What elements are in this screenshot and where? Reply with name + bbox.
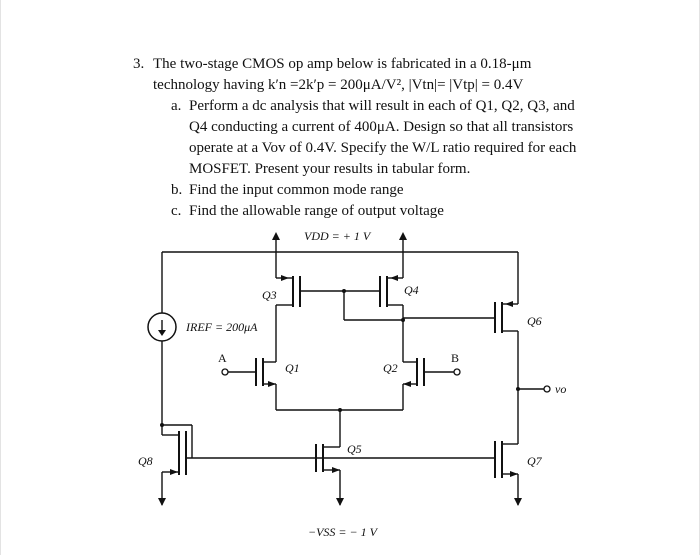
q7-label: Q7 [527,454,543,468]
problem-line-1: 3.The two-stage CMOS op amp below is fab… [133,54,693,75]
problem-number: 3. [133,56,145,72]
input-terminal-a [221,368,229,376]
q4-label: Q4 [404,283,419,297]
transistor-q1 [221,358,277,410]
problem-line-2: technology having k′n =2k′p = 200μA/V², … [153,77,524,93]
transistor-q4 [342,275,405,362]
part-a-line-3: operate at a Vov of 0.4V. Specify the W/… [189,140,577,156]
q5-label: Q5 [347,442,362,456]
vdd-arrows [272,232,407,252]
q2-label: Q2 [383,361,398,375]
q6-label: Q6 [527,314,542,328]
part-c-label: c. [171,203,182,219]
output-node [516,385,551,393]
problem-text: 3.The two-stage CMOS op amp below is fab… [133,54,693,222]
transistor-q7 [316,441,522,506]
part-c-line: c.Find the allowable range of output vol… [133,201,693,222]
node-a-label: A [218,351,227,365]
part-b-line: b.Find the input common mode range [133,180,693,201]
part-b-label: b. [171,182,183,198]
transistor-q8 [158,423,316,506]
q1-label: Q1 [285,361,300,375]
q3-label: Q3 [262,288,277,302]
part-a-line-1: a.Perform a dc analysis that will result… [133,96,693,117]
iref-current-source [147,312,177,435]
vdd-label: VDD = + 1 V [304,229,372,243]
node-b-label: B [451,351,459,365]
part-a-label: a. [171,98,182,114]
iref-label: IREF = 200μA [185,320,258,334]
vo-label: vo [555,382,566,396]
part-a-line-2: Q4 conducting a current of 400μA. Design… [189,119,574,135]
vss-label: −VSS = − 1 V [308,525,379,539]
transistor-q2 [402,358,461,410]
transistor-q5 [315,444,344,506]
input-terminal-b [453,368,461,376]
q8-label: Q8 [138,454,153,468]
transistor-q3 [275,275,344,362]
part-a-line-4: MOSFET. Present your results in tabular … [189,161,471,177]
